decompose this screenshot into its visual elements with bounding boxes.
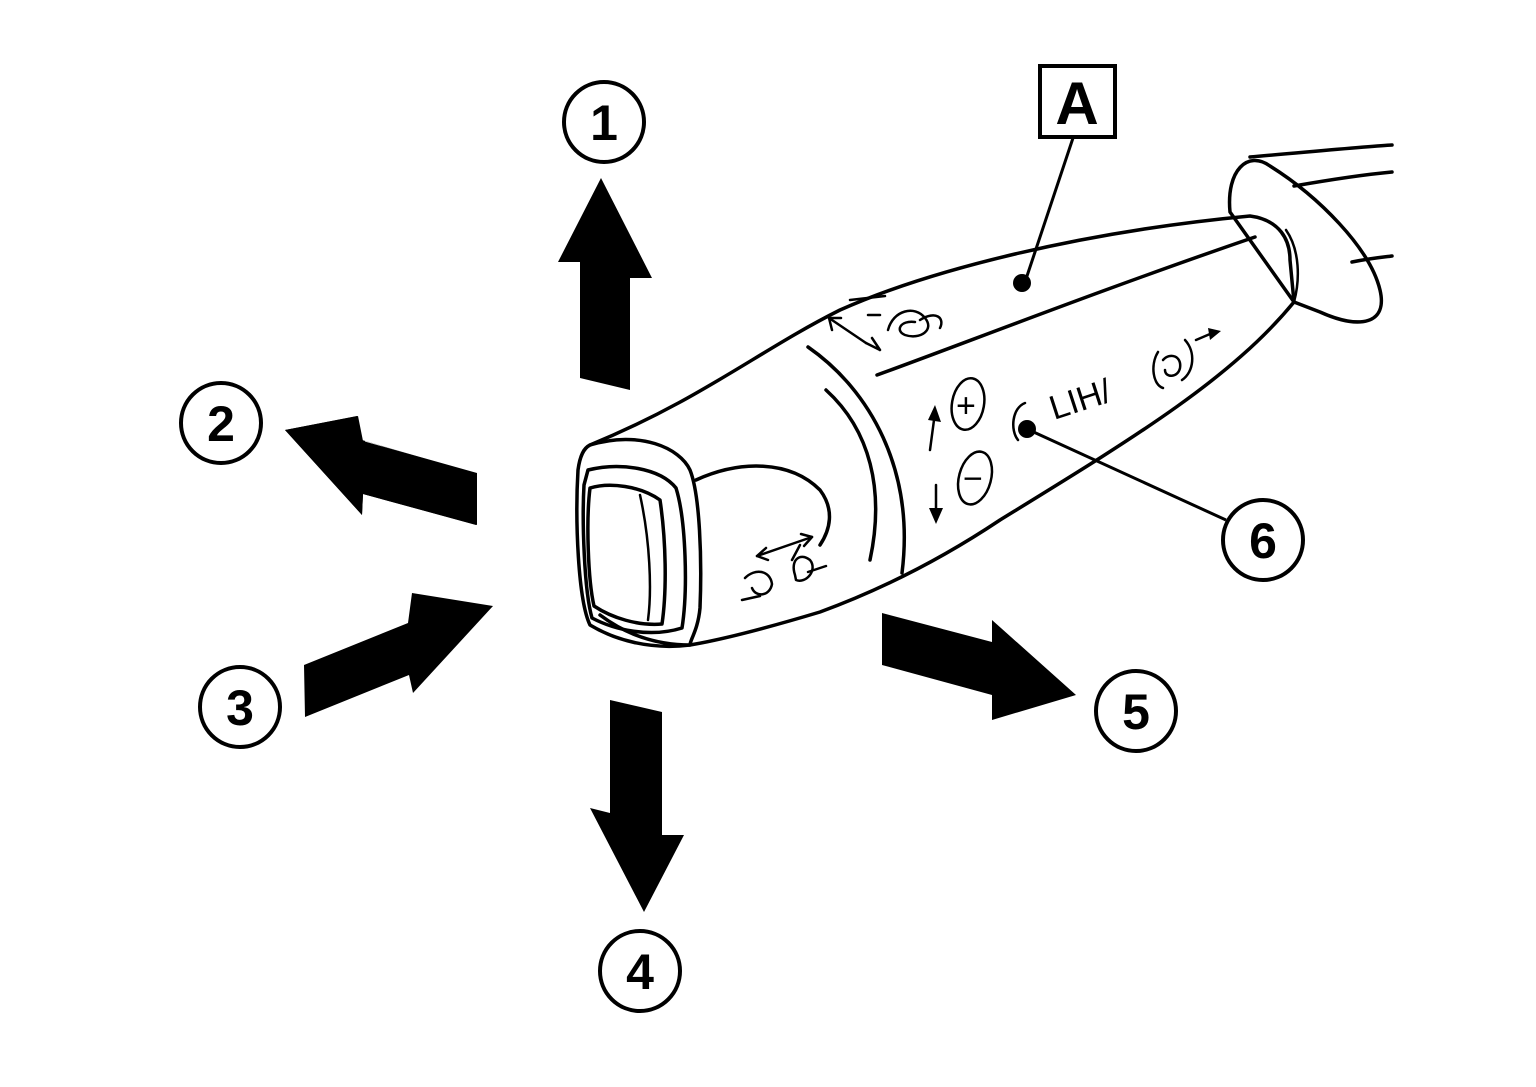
arrow-5 <box>882 613 1076 720</box>
down-arrow-icon <box>929 483 943 524</box>
ring-curve-inner <box>824 388 878 562</box>
arrow-3 <box>304 593 493 717</box>
callout-4: 4 <box>598 929 682 1013</box>
wiper-stalk <box>575 143 1394 649</box>
stalk-tip-button-frame <box>581 464 688 635</box>
svg-text:5: 5 <box>1122 684 1150 740</box>
callout-5: 5 <box>1094 669 1178 753</box>
knob-indicator <box>1012 401 1027 442</box>
stalk-collar-inner <box>1284 228 1299 304</box>
leader-6-dot <box>1018 420 1036 438</box>
leader-lines <box>1013 137 1227 522</box>
arrow-4 <box>590 700 684 912</box>
svg-text:6: 6 <box>1249 513 1277 569</box>
svg-text:1: 1 <box>590 95 618 151</box>
washer-icon <box>740 532 814 602</box>
wiper-icon <box>790 543 828 582</box>
stalk-collar <box>1227 158 1384 324</box>
ring-curve-tip <box>694 464 832 547</box>
lih-marking: LIH/ <box>1045 372 1117 428</box>
plus-icon[interactable]: + <box>948 376 989 433</box>
stalk-tip-button[interactable] <box>586 483 667 627</box>
callout-3: 3 <box>198 665 282 749</box>
leader-6 <box>1026 427 1227 522</box>
ring-curve-outer <box>806 345 906 575</box>
stalk-seam <box>875 235 1257 377</box>
stalk-tip-housing <box>575 437 703 649</box>
intermittent-icon <box>827 294 943 352</box>
column-shroud <box>1248 143 1394 264</box>
arrow-2-body <box>285 416 477 525</box>
leader-a-dot <box>1013 274 1031 292</box>
callout-2: 2 <box>179 381 263 465</box>
svg-text:4: 4 <box>626 944 654 1000</box>
part-label-a: A <box>1038 64 1117 139</box>
stalk-tip-button-face <box>638 493 652 622</box>
mist-icon <box>1152 328 1221 390</box>
svg-text:−: − <box>963 460 983 498</box>
stalk-body <box>588 214 1296 647</box>
leader-a <box>1023 137 1075 283</box>
svg-text:2: 2 <box>207 396 235 452</box>
direction-arrows <box>285 178 1076 912</box>
callout-1: 1 <box>562 80 646 164</box>
callout-6: 6 <box>1221 498 1305 582</box>
stalk-markings: + − LIH/ <box>740 294 1221 602</box>
arrow-1 <box>558 178 652 390</box>
svg-text:A: A <box>1055 70 1098 137</box>
up-arrow-icon <box>928 405 941 452</box>
svg-text:3: 3 <box>226 680 254 736</box>
minus-icon[interactable]: − <box>953 448 998 508</box>
svg-text:+: + <box>956 387 976 425</box>
